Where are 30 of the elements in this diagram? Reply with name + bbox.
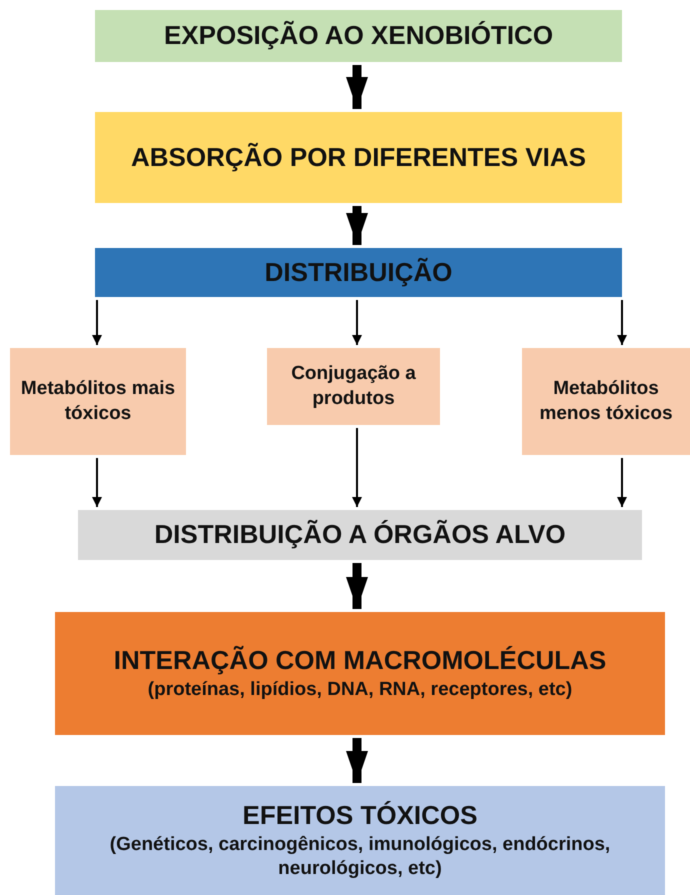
box-title: EXPOSIÇÃO AO XENOBIÓTICO [164, 19, 554, 52]
process-box [10, 348, 186, 455]
process-box [55, 786, 665, 895]
arrow [92, 300, 102, 345]
arrow [352, 428, 362, 507]
arrow [617, 458, 627, 507]
arrow [92, 458, 102, 507]
process-box [78, 510, 642, 560]
box-detail: (proteínas, lipídios, DNA, RNA, receptores, etc) [148, 678, 572, 702]
box-title: DISTRIBUIÇÃO [264, 256, 452, 289]
process-box [55, 612, 665, 735]
box-title: Metabólitos menos tóxicos [538, 376, 674, 426]
process-box [522, 348, 690, 455]
box-title: Metabólitos mais tóxicos [20, 376, 176, 426]
box-detail: (Genéticos, carcinogênicos, imunológicos, endócrinos, neurológicos, etc) [108, 832, 612, 882]
box-title: Conjugação a produtos [290, 362, 417, 410]
arrow [346, 65, 368, 109]
process-box [267, 348, 440, 425]
process-box [95, 112, 622, 203]
arrow [617, 300, 627, 345]
arrow [346, 206, 368, 245]
arrow [352, 300, 362, 345]
box-title: DISTRIBUIÇÃO A ÓRGÃOS ALVO [154, 518, 566, 552]
process-box [95, 10, 622, 62]
box-title: EFEITOS TÓXICOS [242, 798, 478, 832]
box-title: INTERAÇÃO COM MACROMOLÉCULAS [114, 644, 606, 678]
arrow [346, 738, 368, 783]
arrow [346, 563, 368, 609]
box-title: ABSORÇÃO POR DIFERENTES VIAS [130, 140, 586, 174]
process-box [95, 248, 622, 297]
